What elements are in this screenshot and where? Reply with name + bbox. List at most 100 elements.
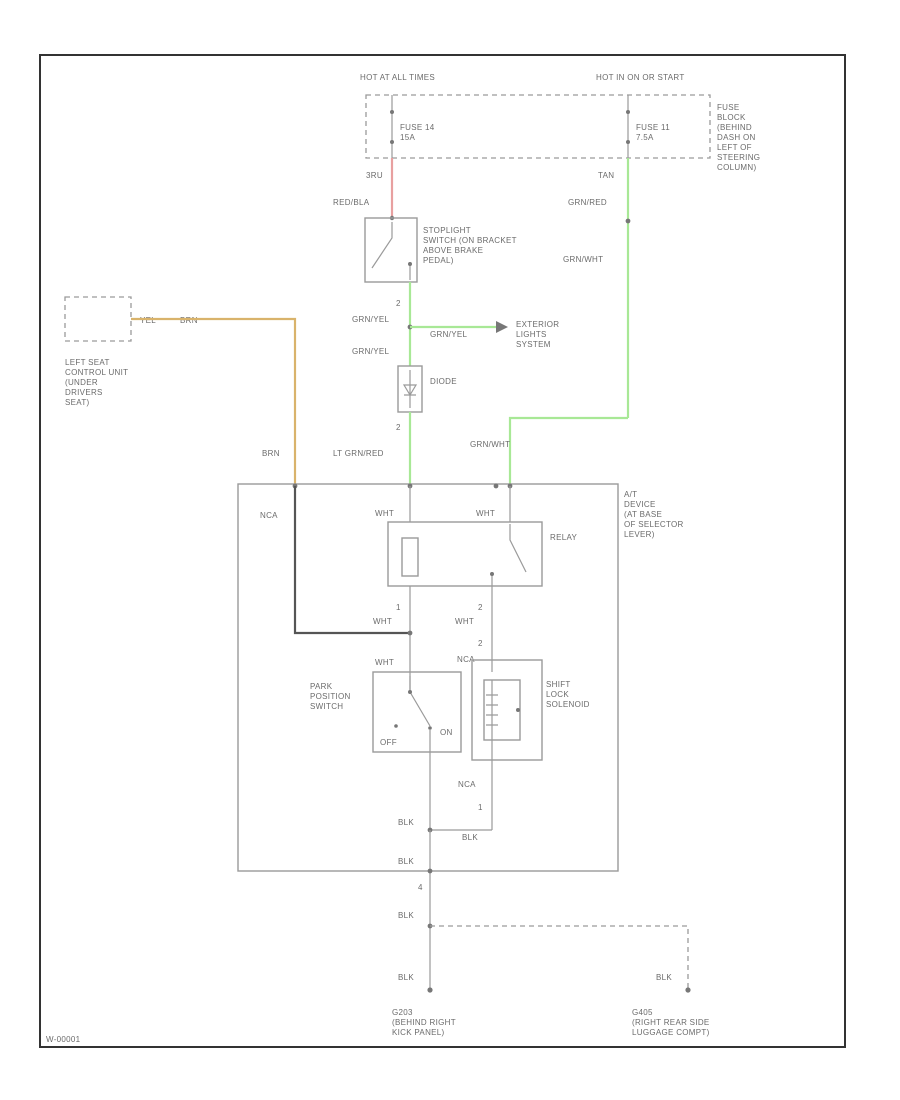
wht-label-1: WHT: [375, 509, 394, 518]
nca-bottom-label: NCA: [458, 780, 476, 789]
exterior-lights-label-line: LIGHTS: [516, 330, 547, 339]
blk-label-5: BLK: [398, 973, 414, 982]
fuse-block-label-line: COLUMN): [717, 163, 756, 172]
relay-box: [387, 521, 543, 587]
ground-pin-4: 4: [418, 883, 423, 892]
ground-g405-label-line: (RIGHT REAR SIDE: [632, 1018, 710, 1027]
left-seat-control-unit-label-line: CONTROL UNIT: [65, 368, 128, 377]
relay-coil-icon: [401, 537, 419, 577]
ground-g203-label-line: (BEHIND RIGHT: [392, 1018, 456, 1027]
grn-red-splice: [625, 218, 631, 224]
fuse-11-label-line: FUSE 11: [636, 123, 670, 132]
fuse-block-outline: [365, 94, 711, 159]
shift-lock-solenoid-box: [471, 659, 543, 761]
lt-grn-red-label: LT GRN/RED: [333, 449, 384, 458]
solenoid-pin-2: 2: [478, 639, 483, 648]
park-switch-pivot: [408, 690, 412, 694]
nca-solenoid-label: NCA: [457, 655, 475, 664]
stoplight-switch-label-line: SWITCH (ON BRACKET: [423, 236, 517, 245]
off-label: OFF: [380, 738, 397, 747]
at-device-ground-pin: [427, 868, 433, 874]
solenoid-plunger: [516, 708, 520, 712]
fuse-14-label-line: 15A: [400, 133, 415, 142]
fuse-11-top-terminal: [626, 110, 630, 114]
park-position-switch-label-line: POSITION: [310, 692, 351, 701]
fuse-14-top-terminal: [390, 110, 394, 114]
fuse-block-label-line: BLOCK: [717, 113, 746, 122]
fuse-block-label-line: STEERING: [717, 153, 760, 162]
grn-wht-connector-label: GRN/WHT: [470, 440, 510, 449]
relay-pin-2: 2: [478, 603, 483, 612]
left-seat-control-unit-label-line: SEAT): [65, 398, 90, 407]
solenoid-pin-1: 1: [478, 803, 483, 812]
park-switch-on-terminal: [428, 726, 432, 730]
stoplight-switch-label-line: ABOVE BRAKE: [423, 246, 483, 255]
grn-wht-wire-to-device: [508, 416, 628, 484]
at-device-label-line: OF SELECTOR: [624, 520, 684, 529]
ground-g203-label-line: G203: [392, 1008, 413, 1017]
red-bla-label: RED/BLA: [333, 198, 370, 207]
relay-contact-dot: [490, 572, 494, 576]
fuse-block-label-line: LEFT OF: [717, 143, 752, 152]
relay-pin-1: 1: [396, 603, 401, 612]
stoplight-contact-dot: [408, 262, 412, 266]
blk-label-4: BLK: [398, 911, 414, 920]
stoplight-switch-label-line: PEDAL): [423, 256, 454, 265]
tan-pin-label: TAN: [598, 171, 614, 180]
left-seat-control-unit-label-line: (UNDER: [65, 378, 98, 387]
diode-symbol-icon: [402, 370, 418, 408]
solenoid-coil-icon: [486, 680, 498, 740]
blk-label-2: BLK: [462, 833, 478, 842]
fuse-block-label-line: (BEHIND: [717, 123, 752, 132]
shift-lock-solenoid-label-line: SHIFT: [546, 680, 571, 689]
wht-label-5: WHT: [375, 658, 394, 667]
stoplight-switch-contact: [371, 222, 411, 280]
left-seat-control-unit-label-line: LEFT SEAT: [65, 358, 110, 367]
relay-switch-contact: [491, 524, 527, 586]
park-position-switch-label-line: PARK: [310, 682, 333, 691]
fuse14-pin-label: 3RU: [366, 171, 383, 180]
fuse-14-bottom-terminal: [390, 140, 394, 144]
solenoid-coil-outline: [483, 679, 521, 741]
park-switch-off-terminal: [394, 724, 398, 728]
wht-label-4: WHT: [455, 617, 474, 626]
grn-yel-label-2: GRN/YEL: [430, 330, 467, 339]
brn-label: BRN: [262, 449, 280, 458]
brn-wire: [131, 317, 297, 484]
fuse-11-bottom-terminal: [626, 140, 630, 144]
diagram-frame: [39, 54, 846, 1048]
exterior-arrow-icon: [496, 321, 508, 333]
ground-link-dashed: [430, 925, 689, 990]
fuse-block-label-line: FUSE: [717, 103, 740, 112]
figure-code: W-00001: [46, 1035, 81, 1044]
park-position-switch-box: [372, 671, 462, 753]
relay-label: RELAY: [550, 533, 578, 542]
nca-top-label: NCA: [260, 511, 278, 520]
at-device-label-line: (AT BASE: [624, 510, 662, 519]
park-switch-contact: [409, 676, 431, 830]
blk-label-1: BLK: [398, 818, 414, 827]
grn-yel-label-3: GRN/YEL: [352, 347, 389, 356]
ground-g203-label-line: KICK PANEL): [392, 1028, 445, 1037]
shift-lock-solenoid-label-line: LOCK: [546, 690, 569, 699]
blk-label-3: BLK: [398, 857, 414, 866]
wht-label-3: WHT: [373, 617, 392, 626]
at-pin-wht: [493, 483, 499, 489]
hot-at-all-times-label: HOT AT ALL TIMES: [360, 73, 435, 82]
on-label: ON: [440, 728, 453, 737]
at-device-label-line: A/T: [624, 490, 637, 499]
grn-yel-label-1: GRN/YEL: [352, 315, 389, 324]
ground-g203-terminal: [427, 987, 433, 993]
wht-label-2: WHT: [476, 509, 495, 518]
ground-g405-terminal: [685, 987, 691, 993]
relay-coil-splice: [407, 630, 413, 636]
fuse-14-label-line: FUSE 14: [400, 123, 435, 132]
